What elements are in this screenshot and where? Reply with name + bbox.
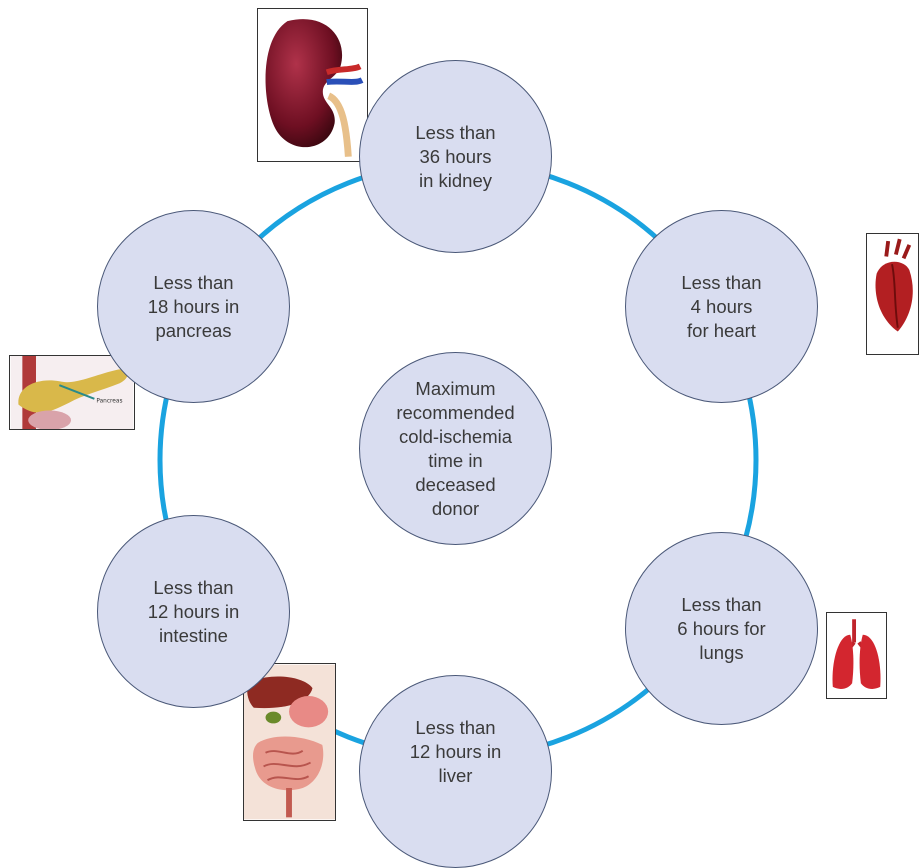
heart-node-text: Less than 4 hours for heart <box>681 271 761 343</box>
liver-intestine-image <box>243 663 336 821</box>
center-node: Maximum recommended cold-ischemia time i… <box>359 352 552 545</box>
node-line: 12 hours in <box>410 740 502 764</box>
kidney-node-text: Less than 36 hours in kidney <box>415 121 495 193</box>
node-line: Less than <box>415 121 495 145</box>
liver-node: Less than 12 hours in liver <box>359 675 552 868</box>
center-line: Maximum <box>396 377 514 401</box>
center-line: recommended <box>396 401 514 425</box>
lungs-image <box>826 612 887 699</box>
kidney-image <box>257 8 368 162</box>
node-line: 18 hours in <box>148 295 240 319</box>
center-line: donor <box>396 497 514 521</box>
node-line: Less than <box>148 576 240 600</box>
center-node-text: Maximum recommended cold-ischemia time i… <box>396 377 514 521</box>
pancreas-image: Pancreas <box>9 355 135 430</box>
kidney-icon <box>258 9 367 161</box>
pancreas-icon: Pancreas <box>10 356 134 429</box>
node-line: 12 hours in <box>148 600 240 624</box>
node-line: lungs <box>677 641 765 665</box>
center-line: cold-ischemia <box>396 425 514 449</box>
kidney-node: Less than 36 hours in kidney <box>359 60 552 253</box>
node-line: Less than <box>677 593 765 617</box>
node-line: liver <box>410 764 502 788</box>
node-line: 36 hours <box>415 145 495 169</box>
node-line: Less than <box>410 716 502 740</box>
node-line: intestine <box>148 624 240 648</box>
node-line: Less than <box>148 271 240 295</box>
pancreas-node: Less than 18 hours in pancreas <box>97 210 290 403</box>
heart-image <box>866 233 919 355</box>
node-line: in kidney <box>415 169 495 193</box>
liver-node-text: Less than 12 hours in liver <box>410 716 502 788</box>
node-line: for heart <box>681 319 761 343</box>
pancreas-node-text: Less than 18 hours in pancreas <box>148 271 240 343</box>
lungs-icon <box>827 613 886 698</box>
intestine-node-text: Less than 12 hours in intestine <box>148 576 240 648</box>
center-line: deceased <box>396 473 514 497</box>
node-line: 4 hours <box>681 295 761 319</box>
heart-icon <box>867 234 918 354</box>
pancreas-image-label: Pancreas <box>96 399 122 405</box>
lungs-node: Less than 6 hours for lungs <box>625 532 818 725</box>
node-line: Less than <box>681 271 761 295</box>
liver-intestine-icon <box>244 664 335 820</box>
node-line: pancreas <box>148 319 240 343</box>
intestine-node: Less than 12 hours in intestine <box>97 515 290 708</box>
node-line: 6 hours for <box>677 617 765 641</box>
lungs-node-text: Less than 6 hours for lungs <box>677 593 765 665</box>
center-line: time in <box>396 449 514 473</box>
heart-node: Less than 4 hours for heart <box>625 210 818 403</box>
